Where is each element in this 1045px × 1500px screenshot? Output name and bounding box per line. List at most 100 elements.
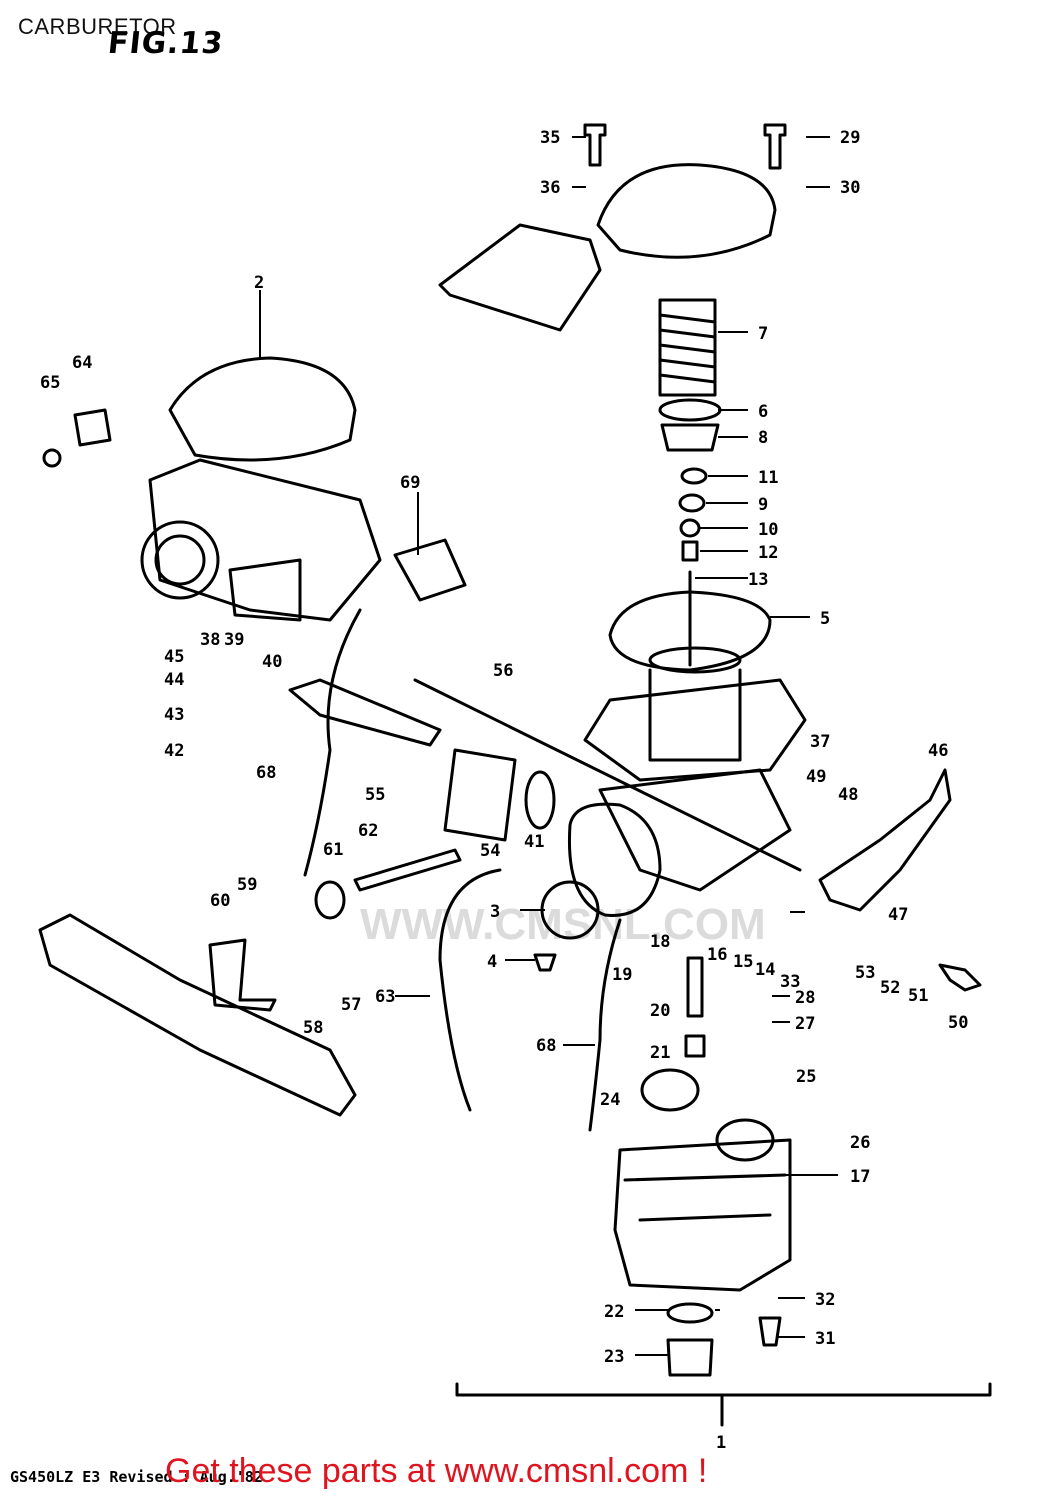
- float-24-right: [715, 1118, 775, 1162]
- clip-11: [680, 467, 708, 485]
- fuel-tee-69: [393, 538, 467, 602]
- part-callout-60: 60: [210, 891, 230, 911]
- part-callout-37: 37: [810, 732, 830, 752]
- part-callout-52: 52: [880, 978, 900, 998]
- part-callout-57: 57: [341, 995, 361, 1015]
- part-callout-14: 14: [755, 960, 775, 980]
- part-callout-9: 9: [758, 495, 768, 515]
- part-callout-43: 43: [164, 705, 184, 725]
- washer-41: [524, 770, 556, 830]
- watermark: WWW.CMSNL.COM: [360, 900, 766, 949]
- part-callout-24: 24: [600, 1090, 620, 1110]
- washer-9: [678, 493, 706, 513]
- throttle-lever-46: [818, 768, 952, 912]
- hose-68-left: [303, 608, 362, 877]
- part-callout-48: 48: [838, 785, 858, 805]
- shop-link-banner[interactable]: Get these parts at www.cmsnl.com !: [165, 1452, 708, 1490]
- part-callout-27: 27: [795, 1014, 815, 1034]
- screw-50: [938, 963, 982, 992]
- bracket-64: [73, 408, 112, 447]
- part-callout-3: 3: [490, 902, 500, 922]
- carb-body-right: [567, 646, 807, 917]
- part-callout-42: 42: [164, 741, 184, 761]
- part-callout-2: 2: [254, 273, 264, 293]
- part-callout-31: 31: [815, 1329, 835, 1349]
- page-title: CARBURETOR: [18, 14, 177, 39]
- part-callout-28: 28: [795, 988, 815, 1008]
- float-24-left: [640, 1068, 700, 1112]
- part-callout-36: 36: [540, 178, 560, 198]
- part-callout-35: 35: [540, 128, 560, 148]
- part-callout-29: 29: [840, 128, 860, 148]
- part-callout-53: 53: [855, 963, 875, 983]
- screw-4: [533, 953, 557, 972]
- part-callout-7: 7: [758, 324, 768, 344]
- part-callout-17: 17: [850, 1167, 870, 1187]
- part-callout-54: 54: [480, 841, 500, 861]
- part-callout-26: 26: [850, 1133, 870, 1153]
- part-callout-16: 16: [707, 945, 727, 965]
- part-callout-68: 68: [536, 1036, 556, 1056]
- top-cap-bracket: [438, 223, 602, 332]
- float-bowl-17: [613, 1138, 792, 1292]
- part-callout-8: 8: [758, 428, 768, 448]
- spring-7: [658, 298, 717, 397]
- part-callout-65: 65: [40, 373, 60, 393]
- part-callout-56: 56: [493, 661, 513, 681]
- part-callout-58: 58: [303, 1018, 323, 1038]
- stop-lever-60: [208, 938, 277, 1012]
- part-callout-51: 51: [908, 986, 928, 1006]
- part-callout-32: 32: [815, 1290, 835, 1310]
- part-callout-64: 64: [72, 353, 92, 373]
- spacer-10: [679, 518, 701, 538]
- carb-body-left: [140, 356, 382, 622]
- part-callout-61: 61: [323, 840, 343, 860]
- part-callout-22: 22: [604, 1302, 624, 1322]
- drain-plug-23: [666, 1338, 714, 1377]
- part-callout-5: 5: [820, 609, 830, 629]
- throttle-shaft-56: [413, 678, 802, 872]
- part-callout-47: 47: [888, 905, 908, 925]
- part-callout-21: 21: [650, 1043, 670, 1063]
- screw-31: [758, 1316, 782, 1347]
- part-callout-13: 13: [748, 570, 768, 590]
- o-ring-22: [666, 1302, 714, 1324]
- part-callout-6: 6: [758, 402, 768, 422]
- part-callout-12: 12: [758, 543, 778, 563]
- part-callout-30: 30: [840, 178, 860, 198]
- part-callout-41: 41: [524, 832, 544, 852]
- part-callout-68-left: 68: [256, 763, 276, 783]
- part-callout-49: 49: [806, 767, 826, 787]
- part-callout-44: 44: [164, 670, 184, 690]
- washer-61: [314, 880, 346, 920]
- model-revision-note: GS450LZ E3 Revised : Aug.'82: [10, 1468, 263, 1486]
- top-cap-right: [596, 163, 777, 259]
- part-callout-69: 69: [400, 473, 420, 493]
- part-callout-63: 63: [375, 987, 395, 1007]
- part-callout-38: 38: [200, 630, 220, 650]
- screw-29: [763, 123, 787, 170]
- part-callout-15: 15: [733, 952, 753, 972]
- part-callout-10: 10: [758, 520, 778, 540]
- part-callout-55: 55: [365, 785, 385, 805]
- needle-jet-21: [684, 1034, 706, 1058]
- part-callout-39: 39: [224, 630, 244, 650]
- diaphragm-5: [608, 590, 772, 672]
- screw-35: [583, 123, 607, 167]
- part-callout-1: 1: [716, 1433, 726, 1453]
- spring-12: [681, 540, 699, 562]
- part-callout-19: 19: [612, 965, 632, 985]
- washer-6: [658, 398, 722, 422]
- shaft-55: [288, 678, 442, 747]
- part-callout-4: 4: [487, 952, 497, 972]
- hose-68-right: [588, 918, 622, 1132]
- part-callout-23: 23: [604, 1347, 624, 1367]
- part-callout-20: 20: [650, 1001, 670, 1021]
- part-callout-18: 18: [650, 932, 670, 952]
- spring-54: [443, 748, 517, 842]
- part-callout-33: 33: [780, 972, 800, 992]
- needle-holder-8: [660, 423, 720, 452]
- part-callout-11: 11: [758, 468, 778, 488]
- mounting-plate: [38, 913, 357, 1117]
- hose-63: [438, 868, 502, 1112]
